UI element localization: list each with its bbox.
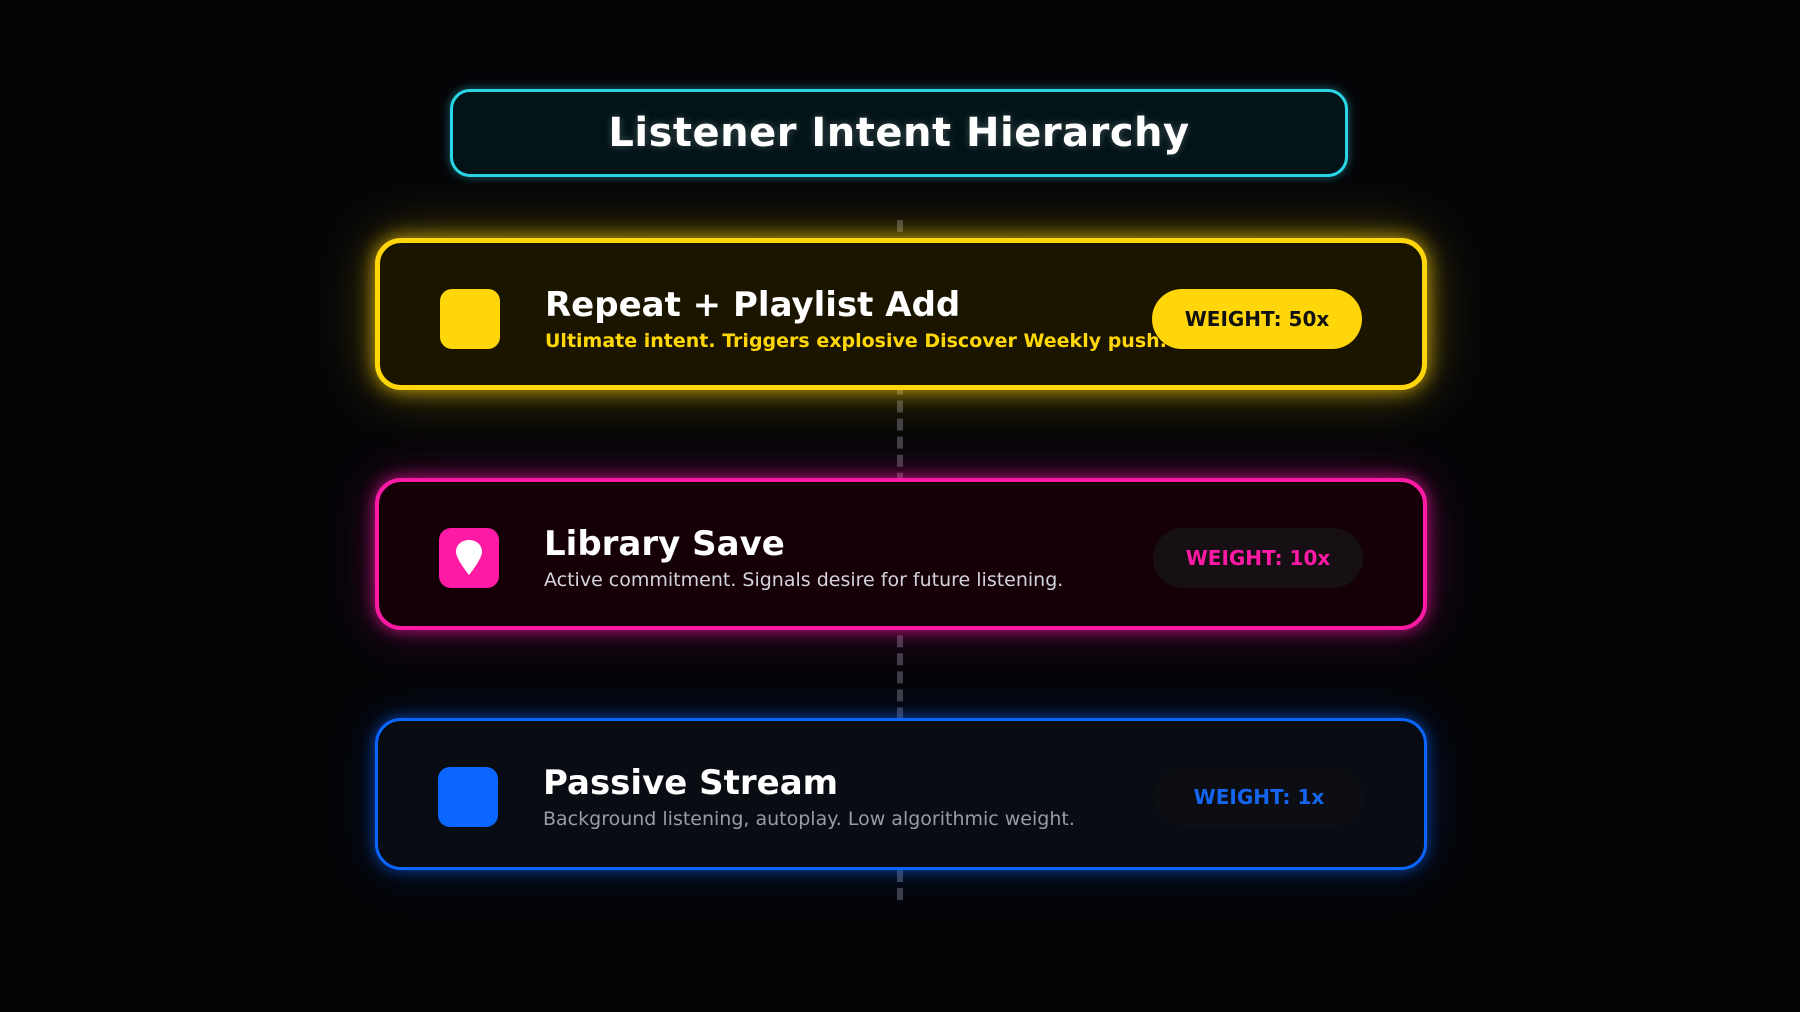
square-icon (438, 767, 498, 827)
tier-description: Background listening, autoplay. Low algo… (543, 808, 1075, 830)
tier-text: Library Save Active commitment. Signals … (544, 524, 1164, 593)
tier-card-passive-stream: Passive Stream Background listening, aut… (375, 718, 1427, 870)
weight-badge: WEIGHT: 50x (1152, 289, 1362, 349)
title-banner: Listener Intent Hierarchy (450, 89, 1348, 177)
tier-description: Active commitment. Signals desire for fu… (544, 569, 1064, 591)
square-icon (440, 289, 500, 349)
tier-title: Repeat + Playlist Add (545, 285, 961, 325)
weight-badge: WEIGHT: 10x (1153, 528, 1363, 588)
pin-glyph (456, 540, 482, 575)
tier-card-repeat-playlist-add: Repeat + Playlist Add Ultimate intent. T… (375, 238, 1427, 390)
tier-text: Passive Stream Background listening, aut… (543, 763, 1163, 832)
location-pin-icon (439, 528, 499, 588)
page-title: Listener Intent Hierarchy (608, 110, 1190, 156)
tier-title: Passive Stream (543, 763, 839, 803)
tier-text: Repeat + Playlist Add Ultimate intent. T… (545, 285, 1167, 354)
tier-card-library-save: Library Save Active commitment. Signals … (375, 478, 1427, 630)
weight-badge: WEIGHT: 1x (1154, 767, 1364, 827)
tier-description: Ultimate intent. Triggers explosive Disc… (545, 330, 1167, 352)
tier-title: Library Save (544, 524, 785, 564)
